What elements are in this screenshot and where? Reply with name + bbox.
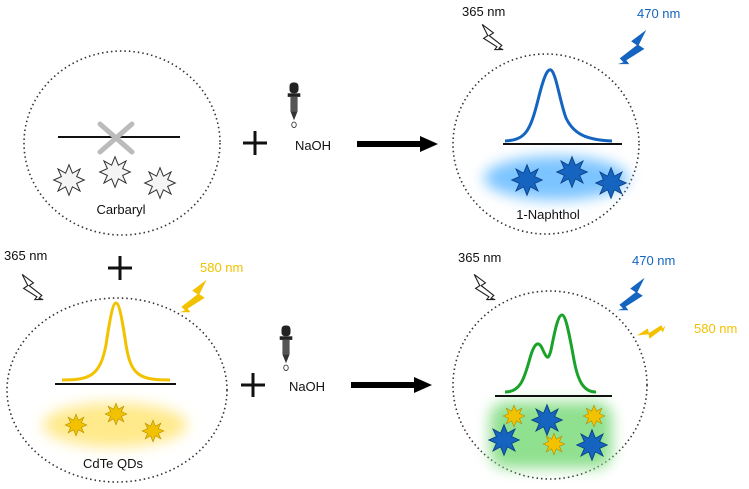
carbaryl-label: Carbaryl: [96, 202, 145, 217]
emission-yellow-label-bottom: 580 nm: [694, 321, 737, 336]
excitation-label-bottom-left: 365 nm: [4, 248, 47, 263]
dropper-icon-top: [288, 83, 301, 128]
yellow-lightning-icon-right: [637, 317, 666, 343]
uv-lightning-icon-bottom-left: [22, 274, 43, 299]
naoh-label-bottom: NaOH: [289, 379, 325, 394]
blue-emission-peak: [505, 70, 612, 141]
reaction-arrow-top: [357, 136, 438, 152]
uv-lightning-icon-bottom-right: [474, 274, 495, 299]
emission-label-top: 470 nm: [637, 6, 680, 21]
excitation-label-bottom-right: 365 nm: [458, 250, 501, 265]
emission-blue-label-bottom: 470 nm: [632, 253, 675, 268]
cdte-qds-circle: CdTe QDs: [7, 298, 227, 482]
qd-emission-label: 580 nm: [200, 260, 243, 275]
blue-lightning-icon-top: [618, 30, 647, 64]
plus-sign-bottom: [241, 373, 265, 397]
reaction-arrow-bottom: [351, 377, 432, 393]
green-emission-peak: [505, 315, 596, 392]
carbaryl-circle: Carbaryl: [24, 51, 220, 235]
yellow-lightning-icon-left: [180, 280, 207, 312]
dropper-icon-bottom: [280, 326, 293, 371]
naoh-label-top: NaOH: [295, 138, 331, 153]
uv-lightning-icon-top: [482, 24, 503, 49]
naphthol-label: 1-Naphthol: [516, 207, 580, 222]
yellow-emission-peak: [62, 303, 170, 380]
carbaryl-molecule-icon: [54, 157, 176, 199]
excitation-label-top: 365 nm: [462, 4, 505, 19]
plus-sign-top: [243, 131, 267, 155]
naphthol-circle: 1-Naphthol: [453, 54, 639, 234]
plus-sign-mid: [108, 256, 132, 280]
blue-lightning-icon-bottom: [618, 278, 645, 310]
cdte-qds-label: CdTe QDs: [83, 456, 143, 471]
mixed-emission-circle: [453, 291, 647, 479]
